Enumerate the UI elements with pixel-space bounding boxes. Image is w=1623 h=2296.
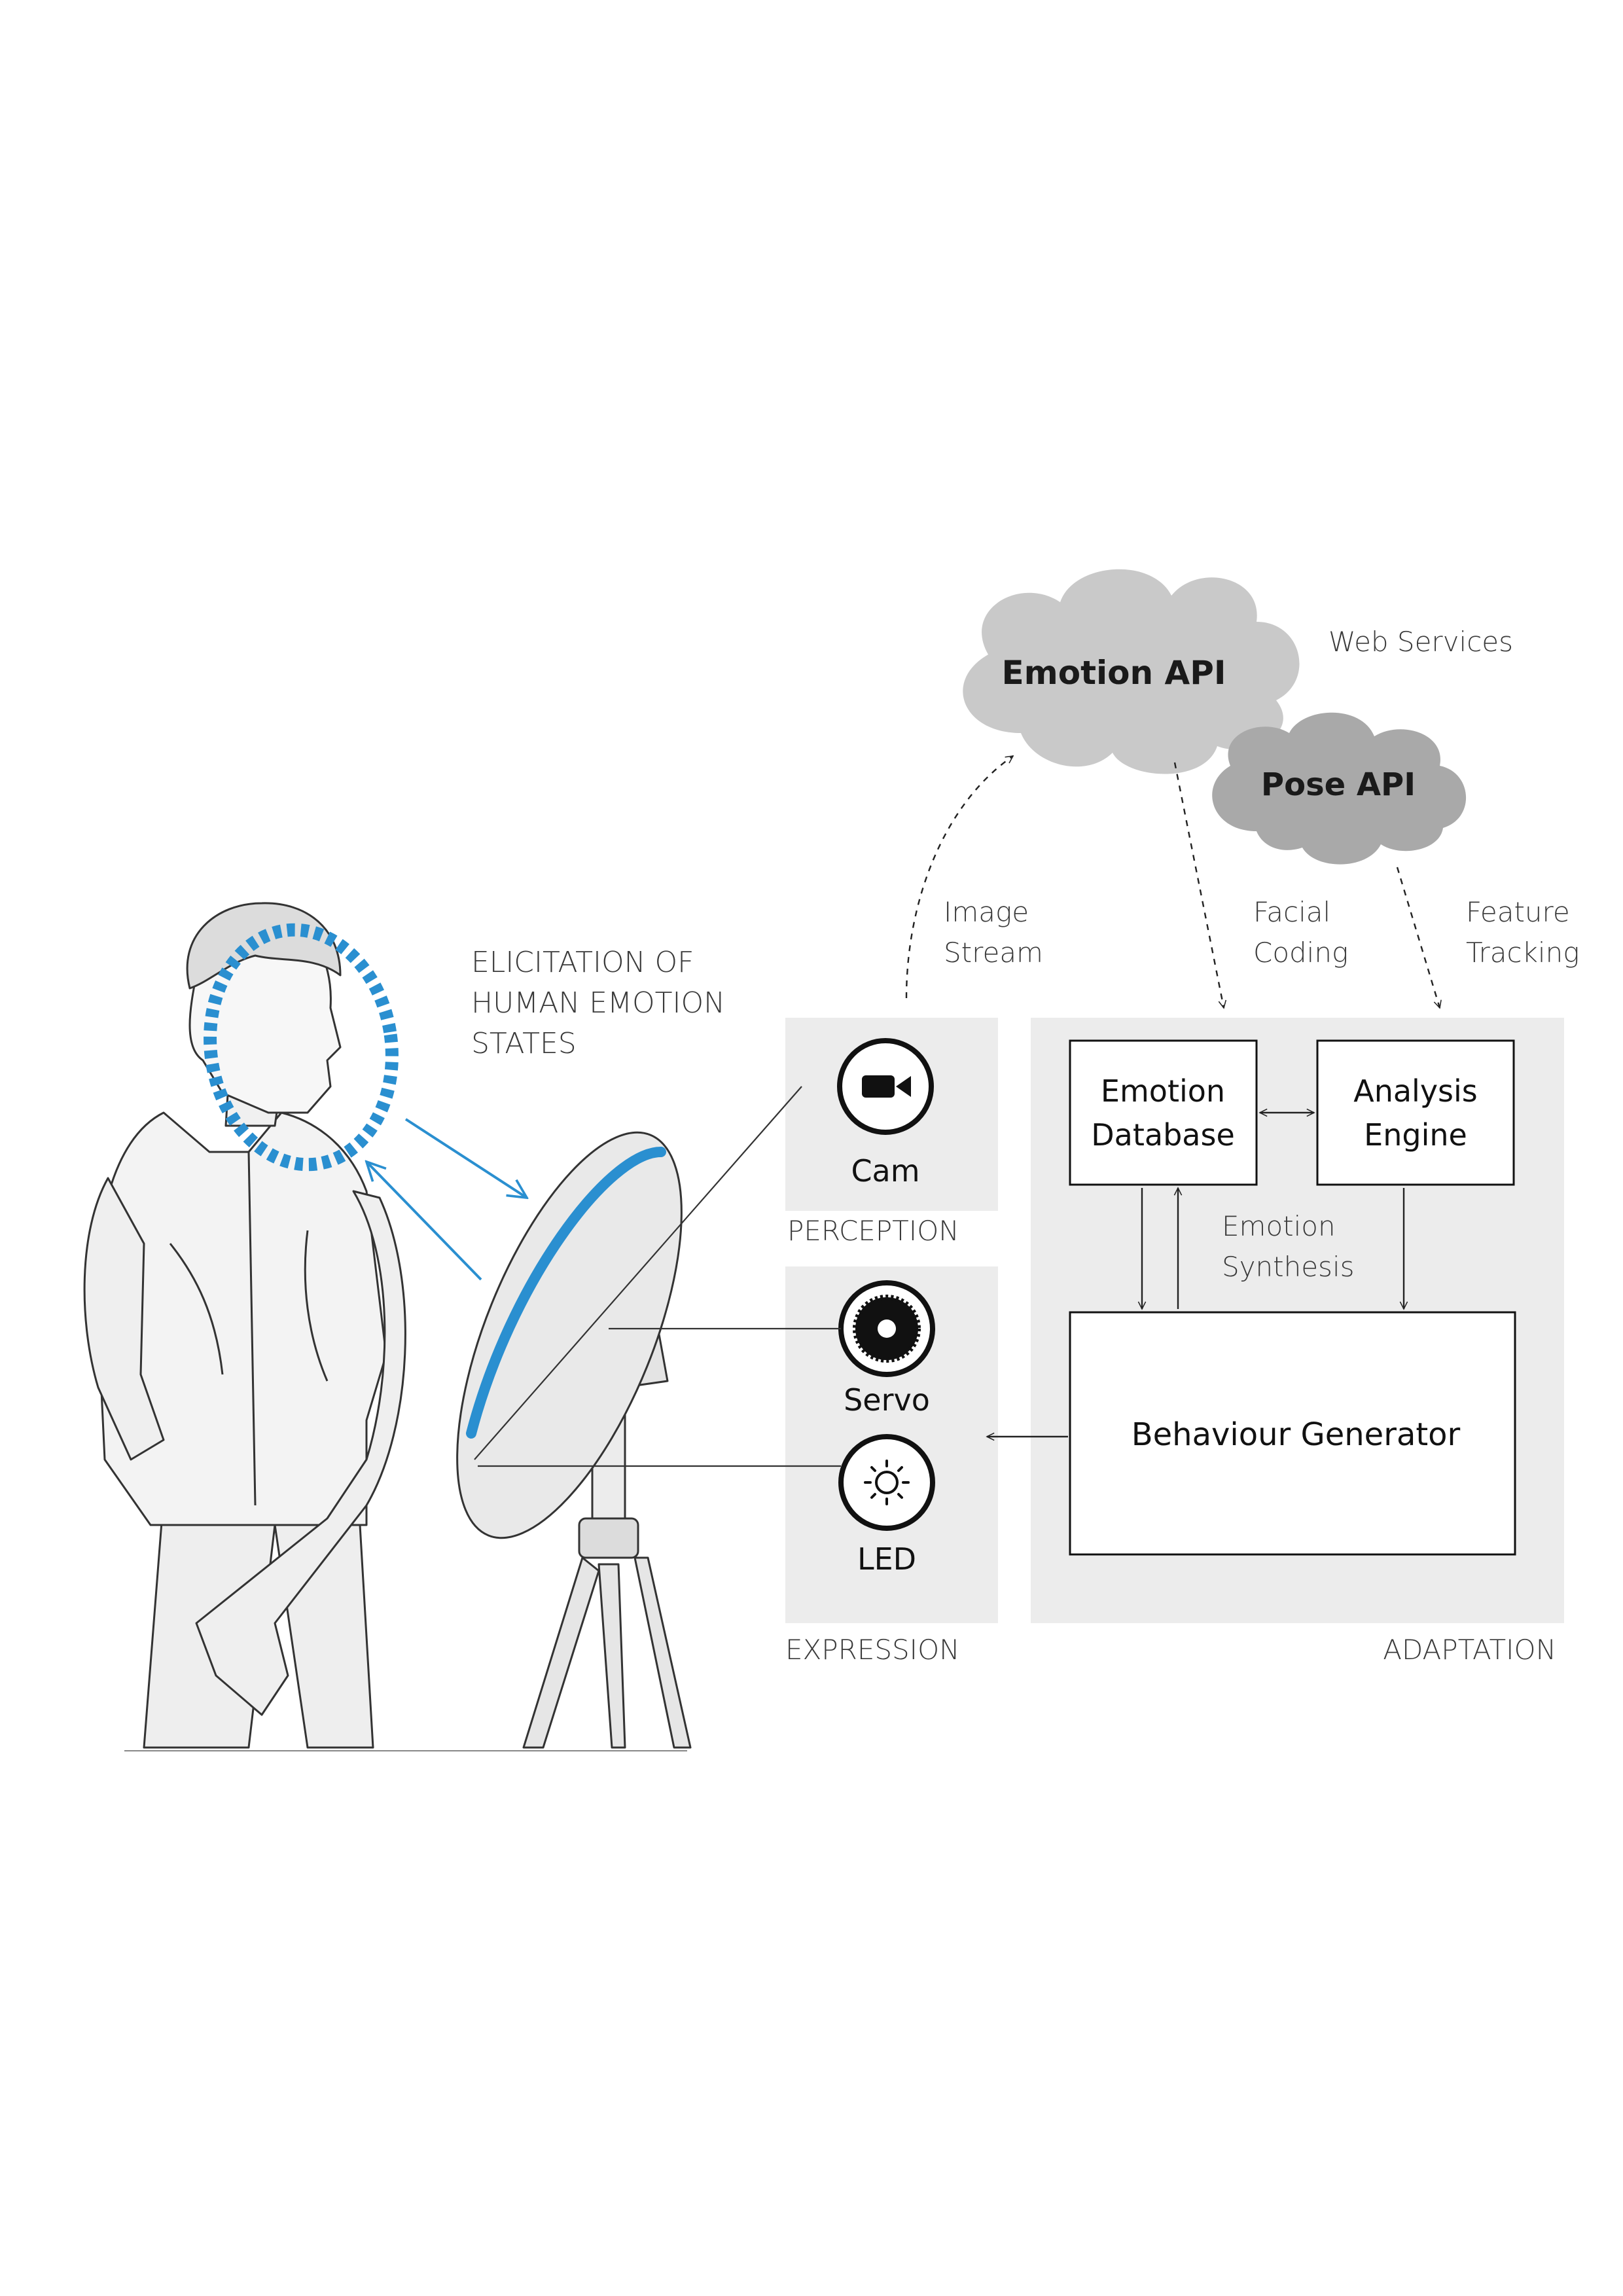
elicitation-line-2: HUMAN EMOTION: [471, 986, 725, 1020]
led-sun-icon: [838, 1434, 935, 1531]
image-stream-label-1: Image: [944, 896, 1029, 928]
person-to-robot-arrow: [404, 1118, 527, 1198]
perception-title: PERCEPTION: [787, 1215, 959, 1247]
cam-label: Cam: [851, 1153, 919, 1189]
led-label: LED: [857, 1541, 916, 1577]
expression-title: EXPRESSION: [785, 1634, 960, 1666]
behaviour-generator-box: [1069, 1311, 1516, 1556]
adaptation-title: ADAPTATION: [1383, 1634, 1556, 1666]
face-detection-ellipse: [204, 923, 399, 1172]
emotion-api-cloud: Emotion API: [963, 569, 1300, 774]
feature-tracking-label-2: Tracking: [1466, 937, 1579, 969]
pose-api-cloud: Pose API: [1212, 712, 1467, 865]
elicitation-line-3: STATES: [471, 1027, 577, 1060]
person-illustration: [83, 902, 406, 1749]
emotion-synthesis-label-2: Synthesis: [1222, 1251, 1355, 1283]
led-ring: [466, 1147, 666, 1439]
analysis-engine-label-2: Engine: [1364, 1117, 1467, 1153]
emotion-database-label-2: Database: [1091, 1117, 1235, 1153]
pose-api-label: Pose API: [1261, 766, 1416, 803]
robot-dish: [456, 1131, 683, 1539]
feature-tracking-label-1: Feature: [1466, 896, 1570, 928]
feature-tracking-arrow: [1396, 867, 1440, 1008]
facial-coding-label-2: Coding: [1253, 937, 1348, 969]
robot-to-person-arrow: [366, 1162, 482, 1281]
image-stream-label-2: Stream: [944, 937, 1043, 969]
cam-connector-line: [474, 1086, 802, 1460]
emotion-synthesis-label-1: Emotion: [1222, 1210, 1336, 1242]
web-services-label: Web Services: [1329, 626, 1513, 658]
analysis-engine-box: [1316, 1039, 1515, 1186]
camera-icon: [837, 1038, 934, 1135]
emotion-database-box: [1069, 1039, 1258, 1186]
emotion-api-label: Emotion API: [1002, 654, 1226, 692]
elicitation-line-1: ELICITATION OF: [471, 946, 694, 979]
facial-coding-label-1: Facial: [1253, 896, 1330, 928]
analysis-engine-label-1: Analysis: [1353, 1073, 1478, 1109]
servo-label: Servo: [844, 1382, 930, 1418]
servo-gear-icon: [838, 1280, 935, 1377]
image-stream-arrow: [905, 755, 1013, 999]
behaviour-generator-label: Behaviour Generator: [1132, 1416, 1461, 1453]
emotion-database-label-1: Emotion: [1101, 1073, 1225, 1109]
